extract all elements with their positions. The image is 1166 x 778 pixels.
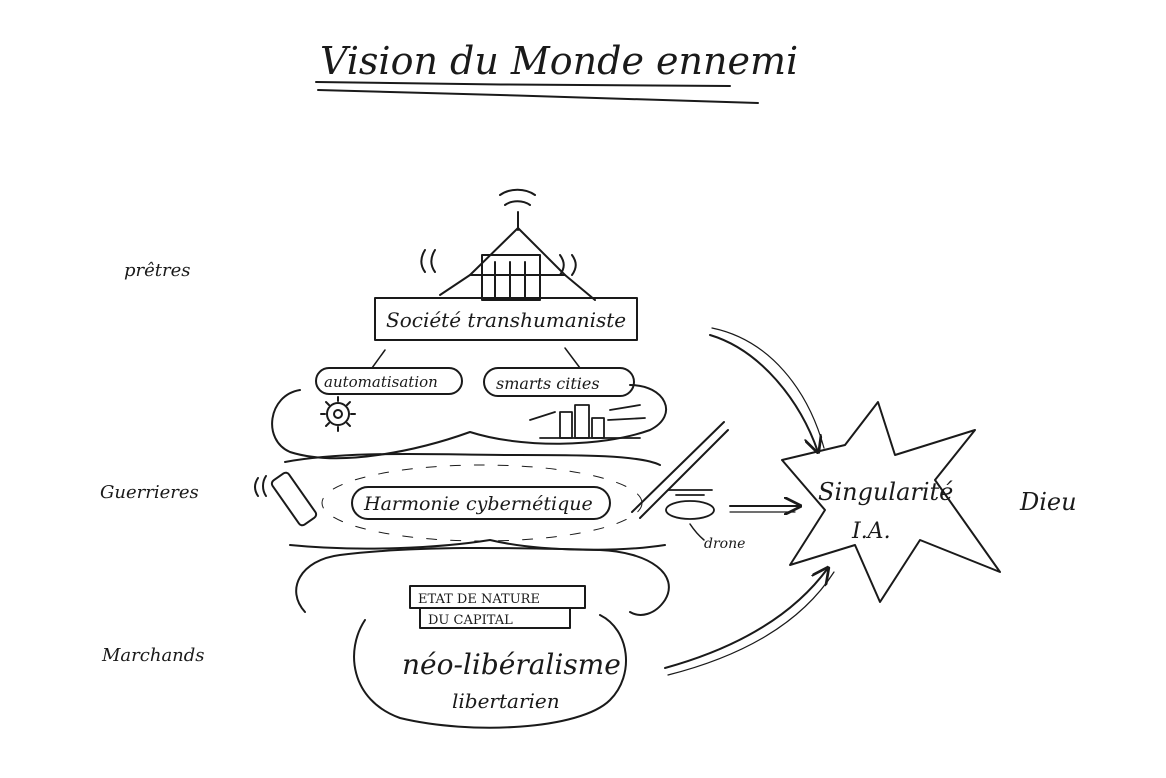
drone-label: drone — [704, 536, 745, 552]
arrow-top-to-singularity-outline — [711, 327, 825, 449]
drone-pointer — [689, 523, 705, 541]
transhumanist-society-label: Société transhumaniste — [386, 308, 626, 332]
branch-line-right — [564, 347, 581, 369]
drone-icon — [665, 489, 715, 520]
title-underline-2 — [317, 89, 759, 104]
cyber-harmony-label: Harmonie cybernétique — [363, 493, 593, 515]
singularity-label-line1: Singularité — [818, 478, 953, 506]
gear-icon — [320, 396, 356, 432]
god-label: Dieu — [1019, 488, 1077, 516]
libertarian-label: libertarien — [452, 689, 560, 713]
state-of-nature-line2: DU CAPITAL — [428, 613, 513, 628]
star-icon — [781, 401, 1001, 603]
arrow-base-to-singularity — [664, 568, 828, 669]
arrow-top-to-singularity — [709, 334, 818, 452]
title-underline — [315, 81, 731, 87]
singularity-label-line2: I.A. — [851, 519, 891, 544]
smart-cities-pill — [483, 367, 635, 397]
middle-band-top — [284, 452, 661, 466]
base-oval — [353, 614, 627, 729]
neoliberalism-label: néo-libéralisme — [402, 648, 621, 681]
phone-icon — [254, 471, 318, 527]
state-of-nature-line1: ETAT DE NATURE — [418, 592, 540, 607]
upper-cloud — [271, 384, 668, 460]
branch-line-left — [371, 349, 386, 369]
cyber-harmony-pill — [351, 486, 611, 520]
arrow-base-to-singularity-outline — [667, 571, 835, 676]
caste-label-priests: prêtres — [124, 260, 191, 281]
lower-cloud — [295, 546, 670, 616]
caste-label-warriors: Guerrieres — [100, 482, 199, 503]
middle-band-bottom — [289, 539, 666, 551]
tower-icon — [420, 188, 596, 301]
automation-label: automatisation — [324, 373, 438, 391]
rifle-icon — [631, 421, 729, 519]
diagram-title: Vision du Monde ennemi — [320, 39, 798, 83]
smart-cities-label: smarts cities — [496, 374, 600, 393]
city-icon — [529, 404, 646, 439]
automation-pill — [315, 367, 463, 395]
caste-label-merchants: Marchands — [101, 645, 205, 666]
transhumanist-society-box — [374, 297, 638, 341]
capital-box — [419, 607, 571, 629]
